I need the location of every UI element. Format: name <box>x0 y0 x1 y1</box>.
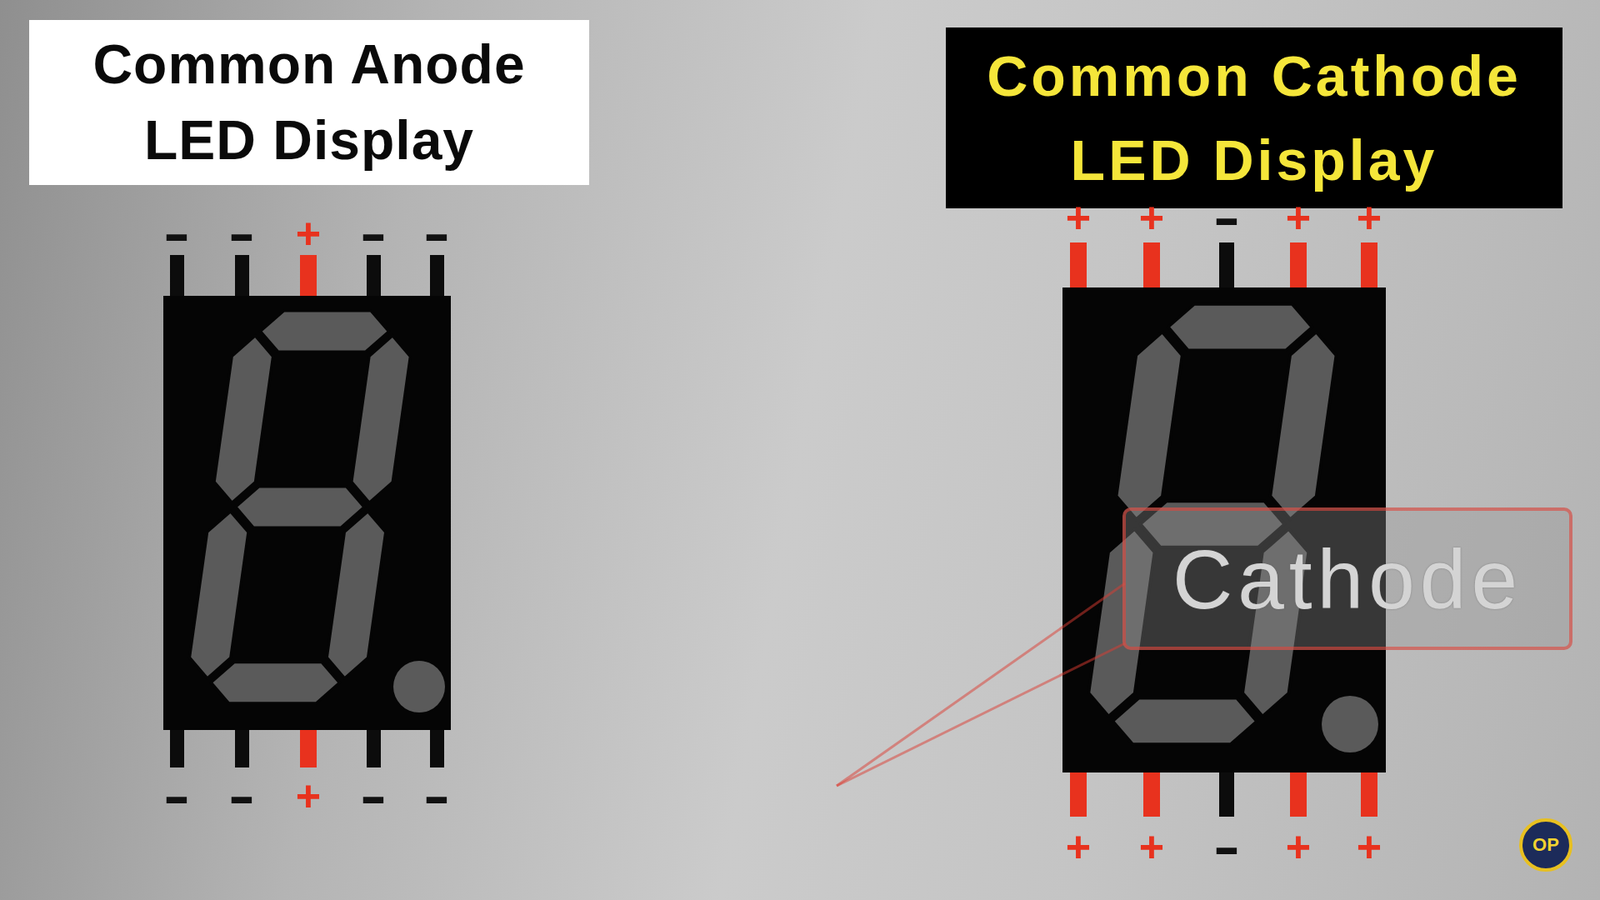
decimal-point <box>393 660 445 713</box>
heading-text: Common Anode LED Display <box>75 26 543 179</box>
logo-badge <box>1520 820 1571 870</box>
polarity-sign: - <box>228 206 255 260</box>
polarity-sign: + <box>295 774 321 818</box>
polarity-sign: + <box>1356 825 1382 869</box>
polarity-sign: - <box>228 769 255 823</box>
display-segment <box>257 310 392 352</box>
heading-text: Common Cathode LED Display <box>962 34 1546 202</box>
polarity-sign: - <box>423 769 450 823</box>
polarity-sign: + <box>1285 195 1311 240</box>
display-segment <box>211 335 276 503</box>
watermark-text: Cathode <box>1139 533 1556 625</box>
polarity-sign: + <box>1139 825 1165 869</box>
polarity-sign: - <box>1213 820 1240 874</box>
polarity-sign: + <box>1356 195 1382 240</box>
polarity-sign: - <box>423 206 450 260</box>
display-segment <box>1165 304 1316 350</box>
anode-display <box>163 255 451 768</box>
display-segment <box>1113 332 1186 520</box>
polarity-sign: - <box>163 769 190 823</box>
polarity-sign: - <box>1213 190 1240 245</box>
polarity-sign: + <box>1065 825 1091 869</box>
display-segment <box>1109 698 1260 745</box>
display-body <box>163 295 451 730</box>
watermark-box: Cathode <box>1122 507 1573 650</box>
heading-box: Common Cathode LED Display <box>945 27 1563 209</box>
leader-line <box>836 583 1125 786</box>
display-segment <box>186 511 251 679</box>
display-segment <box>232 486 367 528</box>
leader-line <box>836 643 1125 786</box>
display-segment <box>1267 332 1340 520</box>
polarity-sign: + <box>1285 825 1311 869</box>
logo-text: OP <box>1532 835 1560 855</box>
polarity-sign: + <box>1139 195 1165 240</box>
polarity-sign: + <box>295 211 321 255</box>
polarity-sign: + <box>1065 195 1091 240</box>
display-segment <box>208 662 343 704</box>
polarity-sign: - <box>360 206 387 260</box>
polarity-sign: - <box>360 769 387 823</box>
display-segment <box>324 511 389 679</box>
segment-group <box>183 310 417 704</box>
display-segment <box>348 335 413 503</box>
polarity-sign: - <box>163 206 190 260</box>
decimal-point <box>1321 695 1379 753</box>
heading-box: Common Anode LED Display <box>29 20 590 185</box>
